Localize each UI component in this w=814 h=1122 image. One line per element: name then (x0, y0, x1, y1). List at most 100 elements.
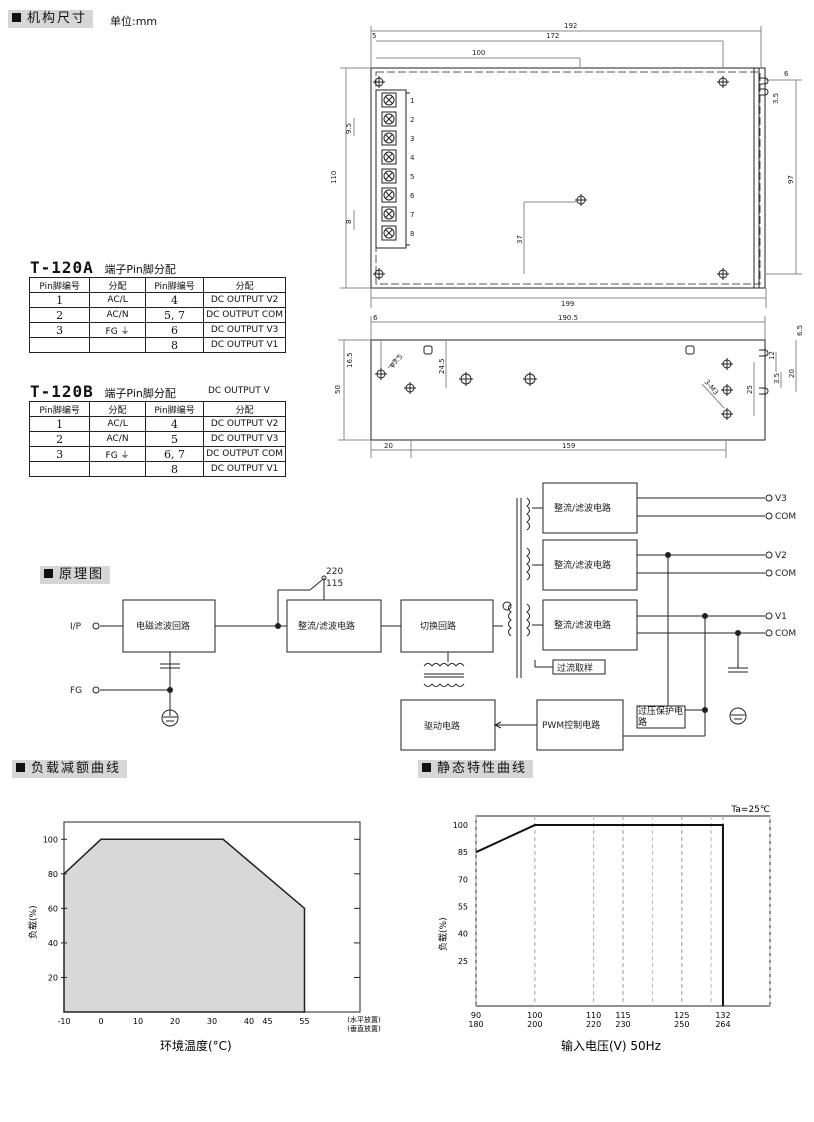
table-cell: FG ⏚ (89, 322, 146, 338)
y-tick-label: 60 (48, 904, 58, 913)
header-cell: Pin脚编号 (144, 401, 205, 417)
dim-label: 6 (784, 70, 789, 78)
table-cell (89, 461, 146, 477)
header-cell: 分配 (89, 277, 146, 293)
dim-label: 5 (372, 32, 376, 40)
section-title: 原理图 (59, 567, 105, 582)
table-cell (28, 461, 91, 477)
y-tick-label: 100 (453, 821, 468, 830)
pin-table-b: Pin脚编号 分配 Pin脚编号 分配 1 AC/L 4 DC OUTPUT V… (28, 401, 286, 477)
table-row: 1 AC/L 4 DC OUTPUT V2 (28, 416, 286, 432)
x-axis-label: 输入电压(V) 50Hz (561, 1038, 661, 1053)
y-tick-label: 80 (48, 870, 58, 879)
terminal-number: 7 (410, 211, 414, 219)
unit-label: 单位:mm (110, 15, 158, 28)
x-tick-label: 100 (527, 1011, 542, 1020)
table-cell: 1 (28, 292, 91, 308)
dim-label: 97 (787, 175, 795, 184)
dim-label: 50 (334, 385, 342, 394)
table-cell: 4 (144, 416, 205, 432)
table-cell (89, 337, 146, 353)
table-cell: DC OUTPUT V3 (203, 431, 286, 447)
table-row: 3 FG ⏚ 6 DC OUTPUT V3 (28, 322, 286, 338)
terminal-number: 4 (410, 154, 415, 162)
dim-label: 192 (564, 22, 577, 30)
table-cell (28, 337, 91, 353)
voltage-220-label: 220 (326, 567, 343, 577)
dim-label: 12 (768, 351, 776, 360)
dim-label: 3.5 (773, 373, 781, 384)
table-cell: DC OUTPUT V1 (203, 461, 286, 477)
pin-table-a: Pin脚编号 分配 Pin脚编号 分配 1 AC/L 4 DC OUTPUT V… (28, 277, 286, 353)
x-tick-label: -10 (57, 1017, 70, 1026)
table-cell: 8 (144, 461, 205, 477)
mechanical-top-view: 1 2 3 4 5 6 7 8 192 172 100 5 199 110 97… (330, 22, 802, 308)
y-axis-label: 负载(%) (27, 905, 39, 939)
dim-label: φ3.5 (388, 353, 405, 370)
table-cell: 5, 7 (144, 307, 205, 323)
ovp-label: 过压保护电路 (638, 707, 684, 728)
x-note-label: (水平放置) (347, 1015, 381, 1024)
terminal-number: 3 (410, 135, 414, 143)
transformer-icon (423, 497, 530, 687)
rect-label: 整流/滤波电路 (298, 620, 355, 632)
mount-hole-icon (375, 358, 733, 420)
dim-label: 199 (561, 300, 574, 308)
header-cell: 分配 (89, 401, 146, 417)
y-tick-label: 85 (458, 848, 468, 857)
block-schematic: I/P FG 电磁滤波回路 整流/滤波电路 切换回路 220 115 整流/滤波… (70, 482, 796, 751)
voltage-115-label: 115 (326, 579, 343, 589)
table-row: 2 AC/N 5, 7 DC OUTPUT COM (28, 307, 286, 323)
header-cell: 分配 (203, 401, 286, 417)
load-line (475, 824, 724, 1006)
rect-label: 整流/滤波电路 (554, 619, 611, 631)
y-tick-label: 40 (458, 930, 468, 939)
dim-label: 24.5 (438, 358, 446, 374)
table-cell: DC OUTPUT V2 (203, 416, 286, 432)
table-cell: AC/L (89, 292, 146, 308)
table-cell: DC OUTPUT V2 (203, 292, 286, 308)
x-tick-label: 30 (207, 1017, 217, 1026)
x-tick-label: 40 (244, 1017, 254, 1026)
section-title: 负载减额曲线 (31, 761, 122, 776)
dim-label: 190.5 (558, 314, 578, 322)
emi-label: 电磁滤波回路 (136, 620, 190, 632)
terminal-number: 6 (410, 192, 415, 200)
table-cell: FG ⏚ (89, 446, 146, 462)
square-bullet-icon (16, 763, 25, 772)
table-row: 3 FG ⏚ 6, 7 DC OUTPUT COM (28, 446, 286, 462)
x-tick-label: 110 (586, 1011, 601, 1020)
section-title: 机构尺寸 (27, 11, 88, 26)
x-tick-label: 10 (133, 1017, 143, 1026)
model-a-name: T-120A (30, 258, 94, 277)
header-cell: Pin脚编号 (144, 277, 205, 293)
output-label: COM (775, 512, 796, 522)
table-cell: 6 (144, 322, 205, 338)
dim-label: 100 (472, 49, 485, 57)
square-bullet-icon (12, 13, 21, 22)
x-tick-label: 0 (98, 1017, 103, 1026)
table-cell: DC OUTPUT COM (203, 307, 286, 323)
square-bullet-icon (422, 763, 431, 772)
table-header-row: Pin脚编号 分配 Pin脚编号 分配 (28, 401, 286, 417)
model-a-title: T-120A 端子Pin脚分配 (30, 258, 176, 277)
dim-label: 110 (330, 171, 338, 184)
dim-label: 172 (546, 32, 559, 40)
table-cell: 3 (28, 322, 91, 338)
dim-label: 6 (373, 314, 378, 322)
table-cell: 3 (28, 446, 91, 462)
x-tick-label: 230 (615, 1020, 630, 1029)
model-a-suffix: 端子Pin脚分配 (104, 263, 176, 276)
square-bullet-icon (44, 569, 53, 578)
y-axis-label: 负载(%) (437, 917, 449, 951)
table-row: 1 AC/L 4 DC OUTPUT V2 (28, 292, 286, 308)
model-b-note: DC OUTPUT V (208, 386, 270, 396)
table-row: 2 AC/N 5 DC OUTPUT V3 (28, 431, 286, 447)
table-cell: 2 (28, 431, 91, 447)
input-label: I/P (70, 622, 82, 632)
table-cell: DC OUTPUT COM (203, 446, 286, 462)
pwm-label: PWM控制电路 (542, 719, 600, 731)
table-cell: 2 (28, 307, 91, 323)
dim-label: 16.5 (346, 352, 354, 368)
